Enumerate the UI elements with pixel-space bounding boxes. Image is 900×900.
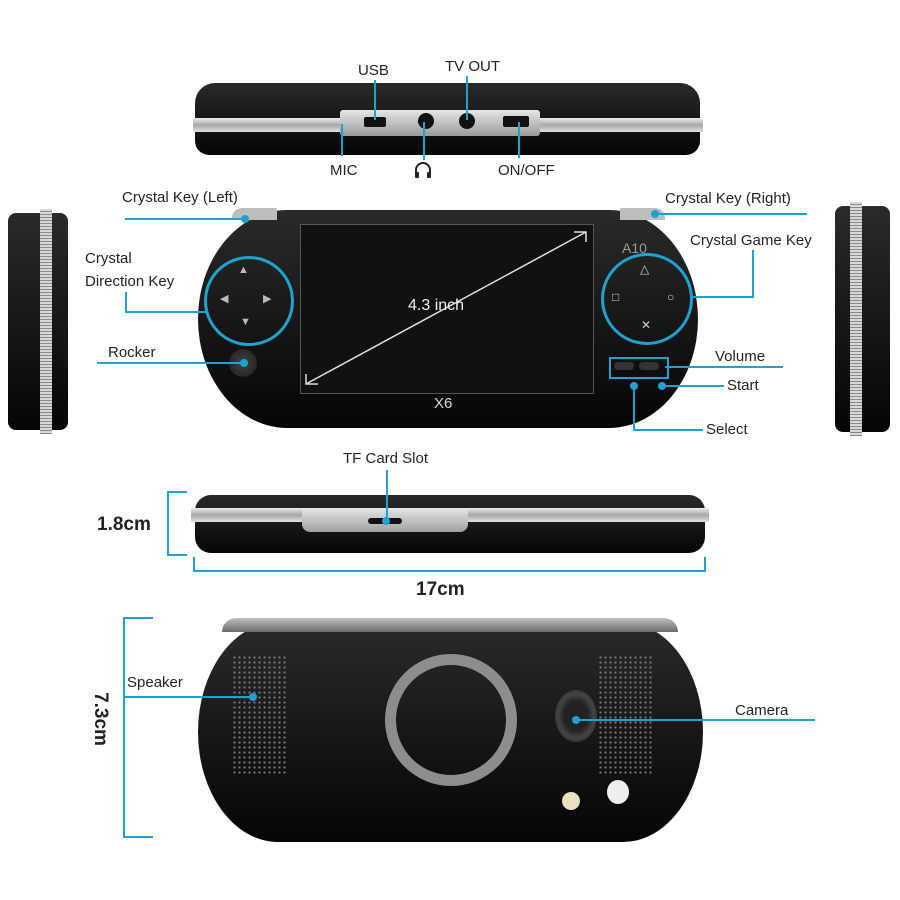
volume-down-button[interactable]: [614, 362, 634, 370]
left-side-view: [8, 209, 68, 434]
dpad-left-button[interactable]: ◀: [220, 293, 229, 305]
crystal-key-left-label: Crystal Key (Left): [122, 189, 238, 206]
volume-box: [609, 357, 669, 379]
model-name: X6: [434, 395, 453, 412]
dpad-right-button[interactable]: ▶: [263, 293, 272, 305]
right-side-chrome-strip: [850, 202, 862, 436]
headphone-callout-line: [423, 122, 425, 160]
crystal-direction-key-label-line2: Direction Key: [85, 273, 175, 290]
screen-diagonal-arrow: [305, 231, 587, 385]
camera-line: [575, 719, 815, 721]
triangle-button[interactable]: △: [640, 262, 650, 276]
game-key-ring: [601, 253, 693, 345]
camera-dot: [572, 716, 580, 724]
height-bracket-top: [123, 617, 153, 619]
start-line: [664, 385, 724, 387]
tf-card-slot-line: [386, 470, 388, 520]
tv-out-callout-line: [466, 76, 468, 120]
left-speaker-grille: [232, 655, 287, 775]
headphone-jack: [418, 113, 434, 129]
speaker-label: Speaker: [127, 674, 183, 691]
left-side-chrome-strip: [40, 209, 52, 434]
camera-label: Camera: [735, 702, 789, 719]
crystal-direction-key-label-line1: Crystal: [85, 250, 132, 267]
rocker-label: Rocker: [108, 344, 156, 361]
thickness-bracket-bottom: [167, 554, 187, 556]
crystal-game-key-line-v: [752, 250, 754, 297]
cross-button[interactable]: ✕: [641, 318, 652, 332]
speaker-dot: [249, 693, 257, 701]
thickness-dimension: 1.8cm: [97, 514, 151, 535]
select-line-h: [633, 429, 703, 431]
circle-button[interactable]: ○: [667, 290, 675, 304]
back-top-trim: [222, 618, 678, 632]
crystal-key-right-line: [655, 213, 807, 215]
back-sticker-1: [562, 792, 580, 810]
back-sticker-2: [607, 780, 629, 804]
screen-size-label: 4.3 inch: [408, 297, 465, 314]
height-bracket-bottom: [123, 836, 153, 838]
dpad-up-button[interactable]: ▲: [238, 264, 249, 276]
screen: [300, 224, 594, 394]
crystal-direction-key-line-v: [125, 292, 127, 312]
height-dimension: 7.3cm: [89, 692, 111, 746]
crystal-key-left-line: [125, 218, 245, 220]
crystal-direction-key-line-h: [125, 311, 206, 313]
tv-out-jack: [459, 113, 475, 129]
right-speaker-grille: [598, 655, 653, 775]
width-dimension: 17cm: [416, 579, 465, 600]
start-button[interactable]: [658, 382, 666, 390]
width-bracket-left: [193, 557, 195, 572]
volume-line: [665, 366, 783, 368]
on-off-callout-line: [518, 122, 520, 158]
on-off-label: ON/OFF: [498, 162, 555, 179]
crystal-key-left-dot: [241, 215, 249, 223]
rocker-line: [97, 362, 245, 364]
tv-out-label: TV OUT: [445, 58, 500, 75]
tf-card-slot-label: TF Card Slot: [343, 450, 429, 467]
width-bracket-h: [193, 570, 705, 572]
select-label: Select: [706, 421, 748, 438]
crystal-game-key-label: Crystal Game Key: [690, 232, 812, 249]
usb-callout-line: [374, 80, 376, 120]
rocker-dot: [240, 359, 248, 367]
dpad-down-button[interactable]: ▼: [240, 316, 251, 328]
crystal-key-right-dot: [651, 210, 659, 218]
tf-card-slot-dot: [382, 517, 390, 525]
start-label: Start: [727, 377, 759, 394]
usb-label: USB: [358, 62, 389, 79]
direction-key-ring: [204, 256, 294, 346]
usb-port: [364, 117, 386, 127]
thickness-bracket-v: [167, 491, 169, 556]
headphones-icon: [413, 160, 433, 180]
thickness-bracket-top: [167, 491, 187, 493]
crystal-game-key-line-h: [692, 296, 754, 298]
back-ring-logo: [385, 654, 517, 786]
power-switch: [503, 116, 529, 127]
crystal-key-right-label: Crystal Key (Right): [665, 190, 791, 207]
square-button[interactable]: □: [612, 290, 620, 304]
speaker-line: [124, 696, 252, 698]
select-line-v: [633, 388, 635, 430]
model-badge: A10: [622, 240, 647, 256]
width-bracket-right: [704, 557, 706, 572]
mic-callout-line: [341, 124, 343, 156]
right-side-view: [835, 202, 890, 436]
volume-up-button[interactable]: [639, 362, 659, 370]
volume-label: Volume: [715, 348, 766, 365]
select-button[interactable]: [630, 382, 638, 390]
mic-label: MIC: [330, 162, 358, 179]
height-bracket-v: [123, 617, 125, 838]
